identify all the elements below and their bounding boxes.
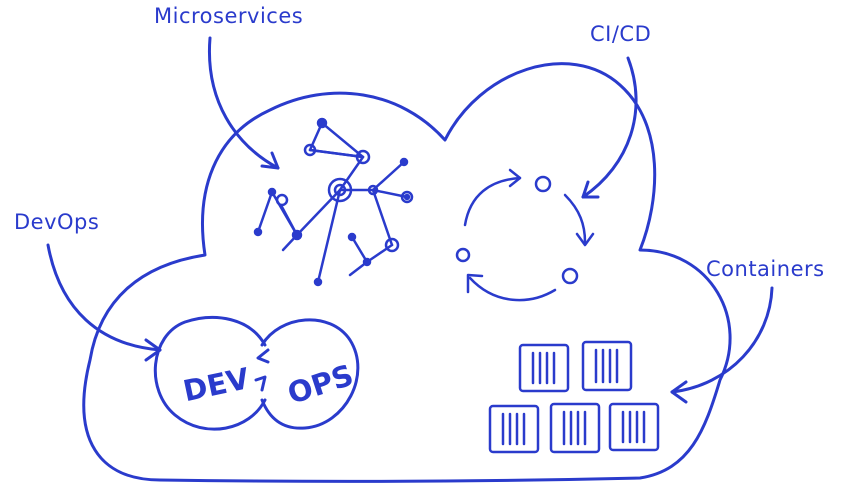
cicd-cycle <box>457 170 593 300</box>
container-box <box>490 406 538 452</box>
arrow-containers-head <box>672 382 686 402</box>
arrow-devops <box>48 245 160 350</box>
ops-circle <box>262 320 358 428</box>
arrow-microservices-head <box>262 153 278 168</box>
container-box <box>583 342 631 390</box>
container-box <box>551 404 599 452</box>
microservices-network <box>255 119 412 285</box>
devops-loop <box>155 317 358 429</box>
arrow-cicd-head <box>583 182 598 197</box>
container-box <box>520 345 568 391</box>
container-box <box>610 404 658 450</box>
label-containers: Containers <box>706 257 825 281</box>
arrow-cicd <box>583 58 636 197</box>
label-microservices: Microservices <box>154 4 304 28</box>
cloud-outline <box>84 64 730 482</box>
dev-word: DEV <box>180 361 252 408</box>
arrow-containers <box>672 288 772 392</box>
arrow-microservices <box>209 38 278 168</box>
label-devops: DevOps <box>14 210 100 234</box>
label-cicd: CI/CD <box>590 22 652 46</box>
dev-circle <box>155 317 265 429</box>
containers-stack <box>490 342 658 452</box>
